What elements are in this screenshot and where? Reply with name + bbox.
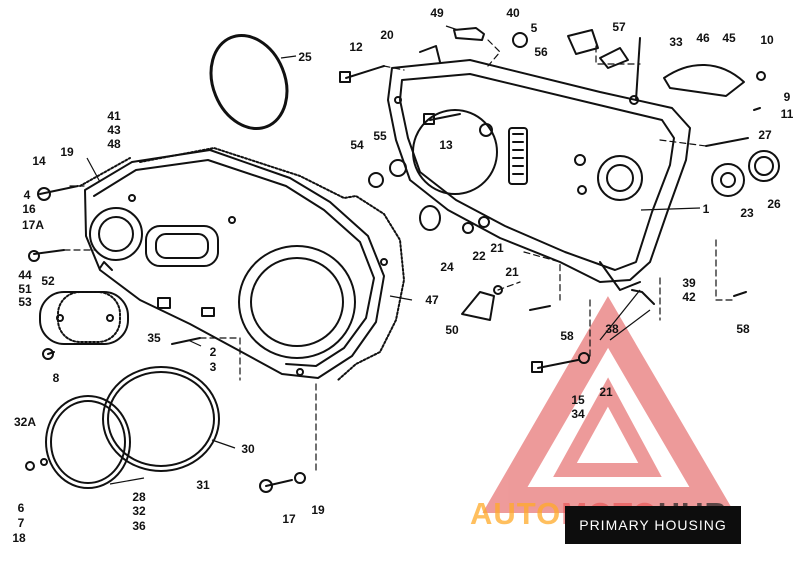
callout-49: 49	[430, 6, 444, 20]
inner-primary-housing	[387, 45, 691, 291]
assembly-dashed-lines	[63, 39, 735, 471]
leader-lines	[86, 25, 701, 485]
callout-32: 32	[132, 504, 146, 518]
callout-14: 14	[32, 154, 46, 168]
outer-primary-cover	[84, 149, 388, 379]
callout-18: 18	[12, 531, 26, 545]
callout-44: 44	[18, 268, 32, 282]
bearing-parts	[368, 150, 780, 295]
callout-20: 20	[380, 28, 394, 42]
callout-38: 38	[605, 322, 619, 336]
callout-13: 13	[439, 138, 453, 152]
callout-36: 36	[132, 519, 146, 533]
diagram-title-box: PRIMARY HOUSING	[565, 506, 741, 544]
callout-25: 25	[298, 50, 312, 64]
cover-gasket	[139, 147, 405, 381]
callout-15: 15	[571, 393, 585, 407]
callout-56: 56	[534, 45, 548, 59]
callout-41: 41	[107, 109, 121, 123]
callout-4: 4	[23, 188, 31, 202]
callout-51: 51	[18, 282, 32, 296]
callout-21-lower: 21	[599, 385, 613, 399]
callout-23: 23	[740, 206, 754, 220]
callout-48: 48	[107, 137, 121, 151]
watermark-auto: AUTO	[470, 496, 562, 531]
callout-54: 54	[350, 138, 364, 152]
callout-3: 3	[209, 360, 217, 374]
callout-53: 53	[18, 295, 32, 309]
callout-5: 5	[530, 21, 538, 35]
top-small-parts	[453, 27, 766, 101]
callout-32a: 32A	[13, 415, 37, 429]
callout-7: 7	[17, 516, 25, 530]
callout-10: 10	[760, 33, 774, 47]
callout-2: 2	[209, 345, 217, 359]
callout-58-left: 58	[560, 329, 574, 343]
callout-17: 17	[282, 512, 296, 526]
callout-19: 19	[60, 145, 74, 159]
bracket-part	[461, 291, 495, 321]
callout-28: 28	[132, 490, 146, 504]
callout-17a: 17A	[21, 218, 45, 232]
callout-50: 50	[445, 323, 459, 337]
callout-57: 57	[612, 20, 626, 34]
callout-21-mid: 21	[505, 265, 519, 279]
o-ring-part	[209, 33, 289, 131]
callout-42: 42	[682, 290, 696, 304]
callout-1: 1	[702, 202, 710, 216]
diagram-title: PRIMARY HOUSING	[579, 517, 727, 533]
callout-39: 39	[682, 276, 696, 290]
callout-31: 31	[196, 478, 210, 492]
callout-16: 16	[22, 202, 36, 216]
callout-21-upper: 21	[490, 241, 504, 255]
callout-12: 12	[349, 40, 363, 54]
callout-19-lower: 19	[311, 503, 325, 517]
inspection-cover	[39, 291, 129, 345]
callout-24: 24	[440, 260, 454, 274]
callout-46: 46	[696, 31, 710, 45]
callout-55: 55	[373, 129, 387, 143]
callout-9: 9	[783, 90, 791, 104]
callout-6: 6	[17, 501, 25, 515]
callout-52: 52	[41, 274, 55, 288]
callout-30: 30	[241, 442, 255, 456]
callout-47: 47	[425, 293, 439, 307]
callout-35: 35	[147, 331, 161, 345]
callout-22: 22	[472, 249, 486, 263]
callout-26: 26	[767, 197, 781, 211]
callout-43: 43	[107, 123, 121, 137]
derby-cover-front	[45, 395, 131, 489]
callout-27: 27	[758, 128, 772, 142]
fasteners	[25, 65, 761, 493]
callout-11: 11	[780, 107, 794, 121]
derby-cover-rear	[102, 366, 220, 472]
callout-33: 33	[669, 35, 683, 49]
callout-58-right: 58	[736, 322, 750, 336]
watermark-logo	[482, 296, 735, 513]
callout-40: 40	[506, 6, 520, 20]
callout-45: 45	[722, 31, 736, 45]
callout-8: 8	[52, 371, 60, 385]
callout-34: 34	[571, 407, 585, 421]
